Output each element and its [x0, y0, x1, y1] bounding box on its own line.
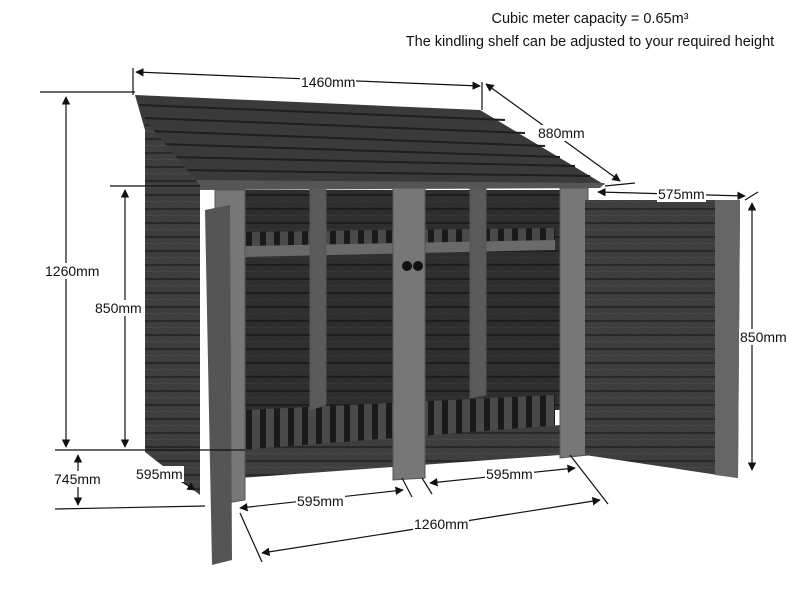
shelf-caption: The kindling shelf can be adjusted to yo…	[405, 34, 775, 50]
dim-roof-depth: 880mm	[537, 125, 586, 141]
dim-left-bay-width: 595mm	[296, 493, 345, 509]
dim-overall-width: 1460mm	[300, 74, 357, 90]
capacity-caption: Cubic meter capacity = 0.65m³	[491, 11, 689, 27]
dim-base-height: 745mm	[53, 471, 102, 487]
dim-door-width: 575mm	[657, 186, 706, 202]
right-door[interactable]	[585, 200, 740, 478]
roof	[135, 95, 605, 190]
dim-overall-height: 1260mm	[44, 263, 101, 279]
dim-door-height: 850mm	[739, 329, 788, 345]
left-door[interactable]	[205, 205, 232, 565]
left-side-wall	[145, 120, 200, 495]
dim-side-depth: 595mm	[135, 466, 184, 482]
door-latch-icon	[402, 261, 423, 271]
dim-internal-width: 1260mm	[413, 516, 470, 532]
dim-right-bay-width: 595mm	[485, 466, 534, 482]
dim-bay-height: 850mm	[94, 300, 143, 316]
